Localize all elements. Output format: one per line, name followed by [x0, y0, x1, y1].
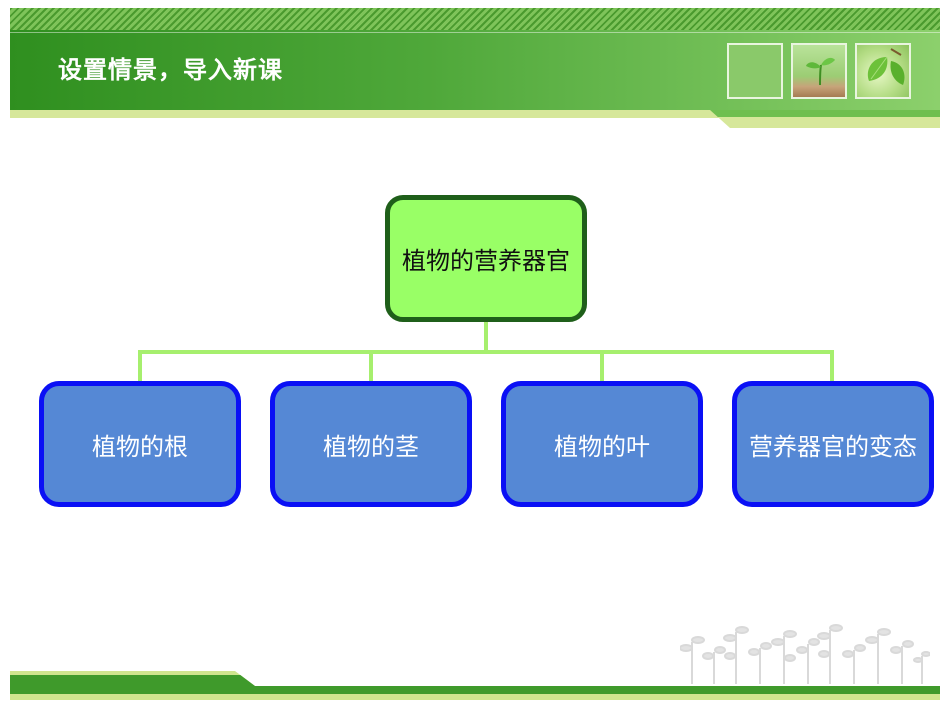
child-3-connector — [600, 350, 604, 382]
diagram-node-roots: 植物的根 — [39, 381, 241, 507]
horizontal-bus-connector — [138, 350, 834, 354]
plain-green-square-icon — [727, 43, 783, 99]
diagram-node-stems: 植物的茎 — [270, 381, 472, 507]
child-1-connector — [138, 350, 142, 382]
header-stripe-pattern — [10, 8, 940, 30]
seedling-photo-icon — [791, 43, 847, 99]
slide-title: 设置情景，导入新课 — [58, 50, 283, 85]
diagram-node-modifications: 营养器官的变态 — [732, 381, 934, 507]
slide-footer-band — [10, 686, 940, 700]
diagram-root-node: 植物的营养器官 — [385, 195, 587, 322]
diagram-node-leaves: 植物的叶 — [501, 381, 703, 507]
sprouts-silhouette-icon — [680, 622, 930, 686]
header-accent-tab — [710, 110, 940, 128]
footer-accent-tab — [10, 671, 255, 686]
child-2-connector — [369, 350, 373, 382]
leaf-photo-icon — [855, 43, 911, 99]
root-stem-connector — [484, 322, 488, 352]
child-4-connector — [830, 350, 834, 382]
